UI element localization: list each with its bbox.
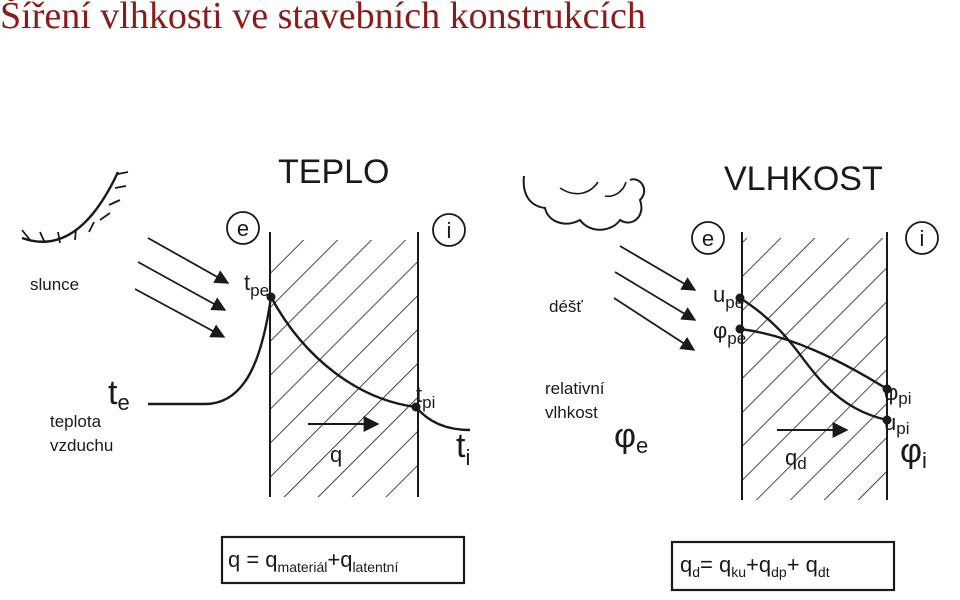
upe-label: upe (713, 282, 744, 312)
te-label: te (108, 374, 130, 415)
heat-exterior-marker (226, 211, 260, 245)
heat-wall-hatch (270, 240, 418, 497)
heat-exterior-letter: e (237, 216, 249, 241)
heat-inside-curve (415, 406, 471, 432)
moisture-content-curve (739, 296, 888, 422)
moisture-flow-label: qd (785, 445, 807, 473)
rain-label: déšť (549, 297, 583, 316)
moisture-interior-letter: i (920, 226, 925, 251)
heat-heading: TEPLO (278, 153, 389, 191)
heat-flow-label: q (330, 442, 342, 467)
phipe-label: φpe (713, 318, 746, 348)
phii-label: φi (900, 432, 927, 473)
heat-wall-curve (269, 296, 417, 409)
cloud-icon (522, 175, 646, 231)
heat-panel: TEPLO slunce e i (21, 153, 471, 585)
air-label-2: vzduchu (50, 436, 113, 455)
moisture-point-upi (882, 415, 892, 425)
sun-label: slunce (30, 275, 79, 294)
rh-label-1: relativní (545, 379, 605, 398)
moisture-point-upe (735, 293, 745, 303)
moisture-formula-box (670, 540, 896, 592)
heat-point-tpe (266, 292, 276, 302)
moisture-exterior-marker (691, 221, 725, 255)
phipi-label: φpi (884, 380, 912, 408)
upi-label: upi (884, 410, 909, 438)
moisture-panel: VLHKOST e i déšť upe φpe φpi upi (522, 160, 939, 592)
heat-point-tpi (411, 402, 421, 412)
heat-formula-box (220, 535, 466, 585)
relative-humidity-curve (739, 327, 888, 391)
moisture-formula: qd= qku+qdp+ qdt (680, 552, 830, 580)
moisture-exterior-letter: e (702, 226, 714, 251)
rain-arrow (613, 297, 696, 351)
heat-interior-letter: i (447, 218, 452, 243)
air-label-1: teplota (50, 412, 102, 431)
moisture-wall-hatch (742, 238, 887, 500)
solar-arrow (137, 261, 227, 311)
moisture-heading: VLHKOST (724, 160, 883, 198)
slide-title: Šíření vlhkosti ve stavebních konstrukcí… (0, 0, 646, 37)
moisture-interior-marker (905, 221, 939, 255)
heat-interior-marker (432, 213, 466, 247)
rain-arrow (619, 245, 697, 291)
solar-arrow (147, 237, 230, 284)
ti-label: ti (456, 427, 470, 470)
tpi-label: tpi (416, 382, 435, 412)
heat-outside-curve (148, 296, 273, 406)
rain-arrow (614, 271, 697, 321)
moisture-point-phipe (735, 324, 745, 334)
moisture-point-phipi (882, 384, 892, 394)
sun-icon (21, 171, 129, 244)
phie-label: φe (614, 417, 648, 458)
solar-arrow (134, 288, 226, 338)
heat-formula: q = qmateriál+qlatentní (228, 547, 398, 575)
rh-label-2: vlhkost (545, 403, 598, 422)
tpe-label: tpe (244, 270, 269, 300)
